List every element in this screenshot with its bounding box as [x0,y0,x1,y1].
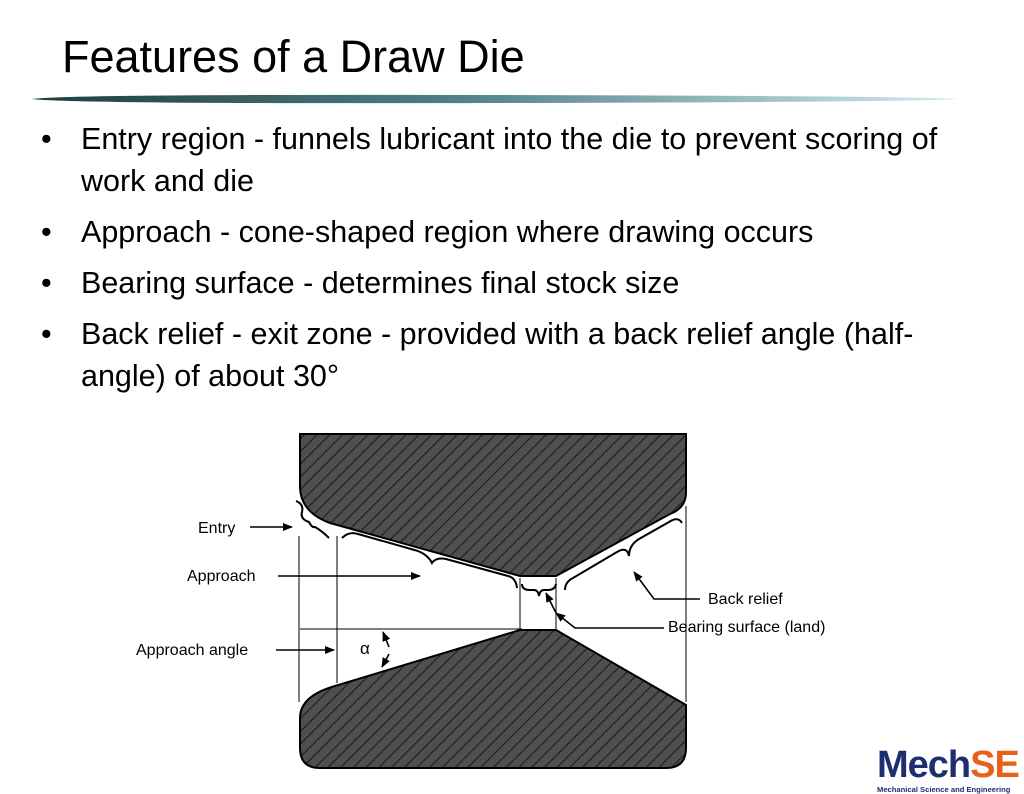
alpha-arrow-up [382,631,391,648]
bullet-marker: • [41,122,52,156]
label-entry: Entry [198,520,235,537]
approach-brace [341,532,518,589]
label-back-relief: Back relief [708,591,783,608]
label-approach-angle: Approach angle [136,642,248,659]
die-upper [299,433,687,577]
bullet-list: • Entry region - funnels lubricant into t… [40,118,990,406]
logo-wordmark: MechSE [877,744,1020,786]
bullet-marker: • [41,317,52,351]
logo-tagline: Mechanical Science and Engineering [877,785,1011,794]
bearing-leader-2 [545,592,557,614]
label-bearing-surface: Bearing surface (land) [668,619,825,636]
bullet-text: Entry region - funnels lubricant into th… [81,122,938,198]
bullet-item: • Back relief - exit zone - provided with… [40,313,990,397]
back-relief-brace [564,518,683,591]
bullet-text: Back relief - exit zone - provided with … [81,317,914,393]
bullet-item: • Entry region - funnels lubricant into t… [40,118,990,202]
dimension-braces [295,500,683,597]
entry-brace [295,500,330,539]
extension-lines [298,506,687,702]
bearing-brace [521,583,557,597]
die-lower [299,629,687,769]
title-divider [32,94,958,104]
mechse-logo: MechSE Mechanical Science and Engineerin… [877,744,1024,794]
bullet-item: • Approach - cone-shaped region where dra… [40,211,990,253]
draw-die-diagram: Entry Approach Approach angle α Back rel… [136,433,825,769]
leader-arrows [250,523,700,668]
label-alpha: α [360,639,370,658]
bearing-leader-1 [555,612,664,629]
bullet-text: Bearing surface - determines final stock… [81,266,680,300]
label-approach: Approach [187,568,256,585]
bullet-text: Approach - cone-shaped region where draw… [81,215,814,249]
back-relief-leader [633,571,700,600]
slide-title: Features of a Draw Die [62,31,525,82]
alpha-arrow-down [381,653,390,668]
bullet-marker: • [41,215,52,249]
bullet-marker: • [41,266,52,300]
bullet-item: • Bearing surface - determines final stoc… [40,262,990,304]
